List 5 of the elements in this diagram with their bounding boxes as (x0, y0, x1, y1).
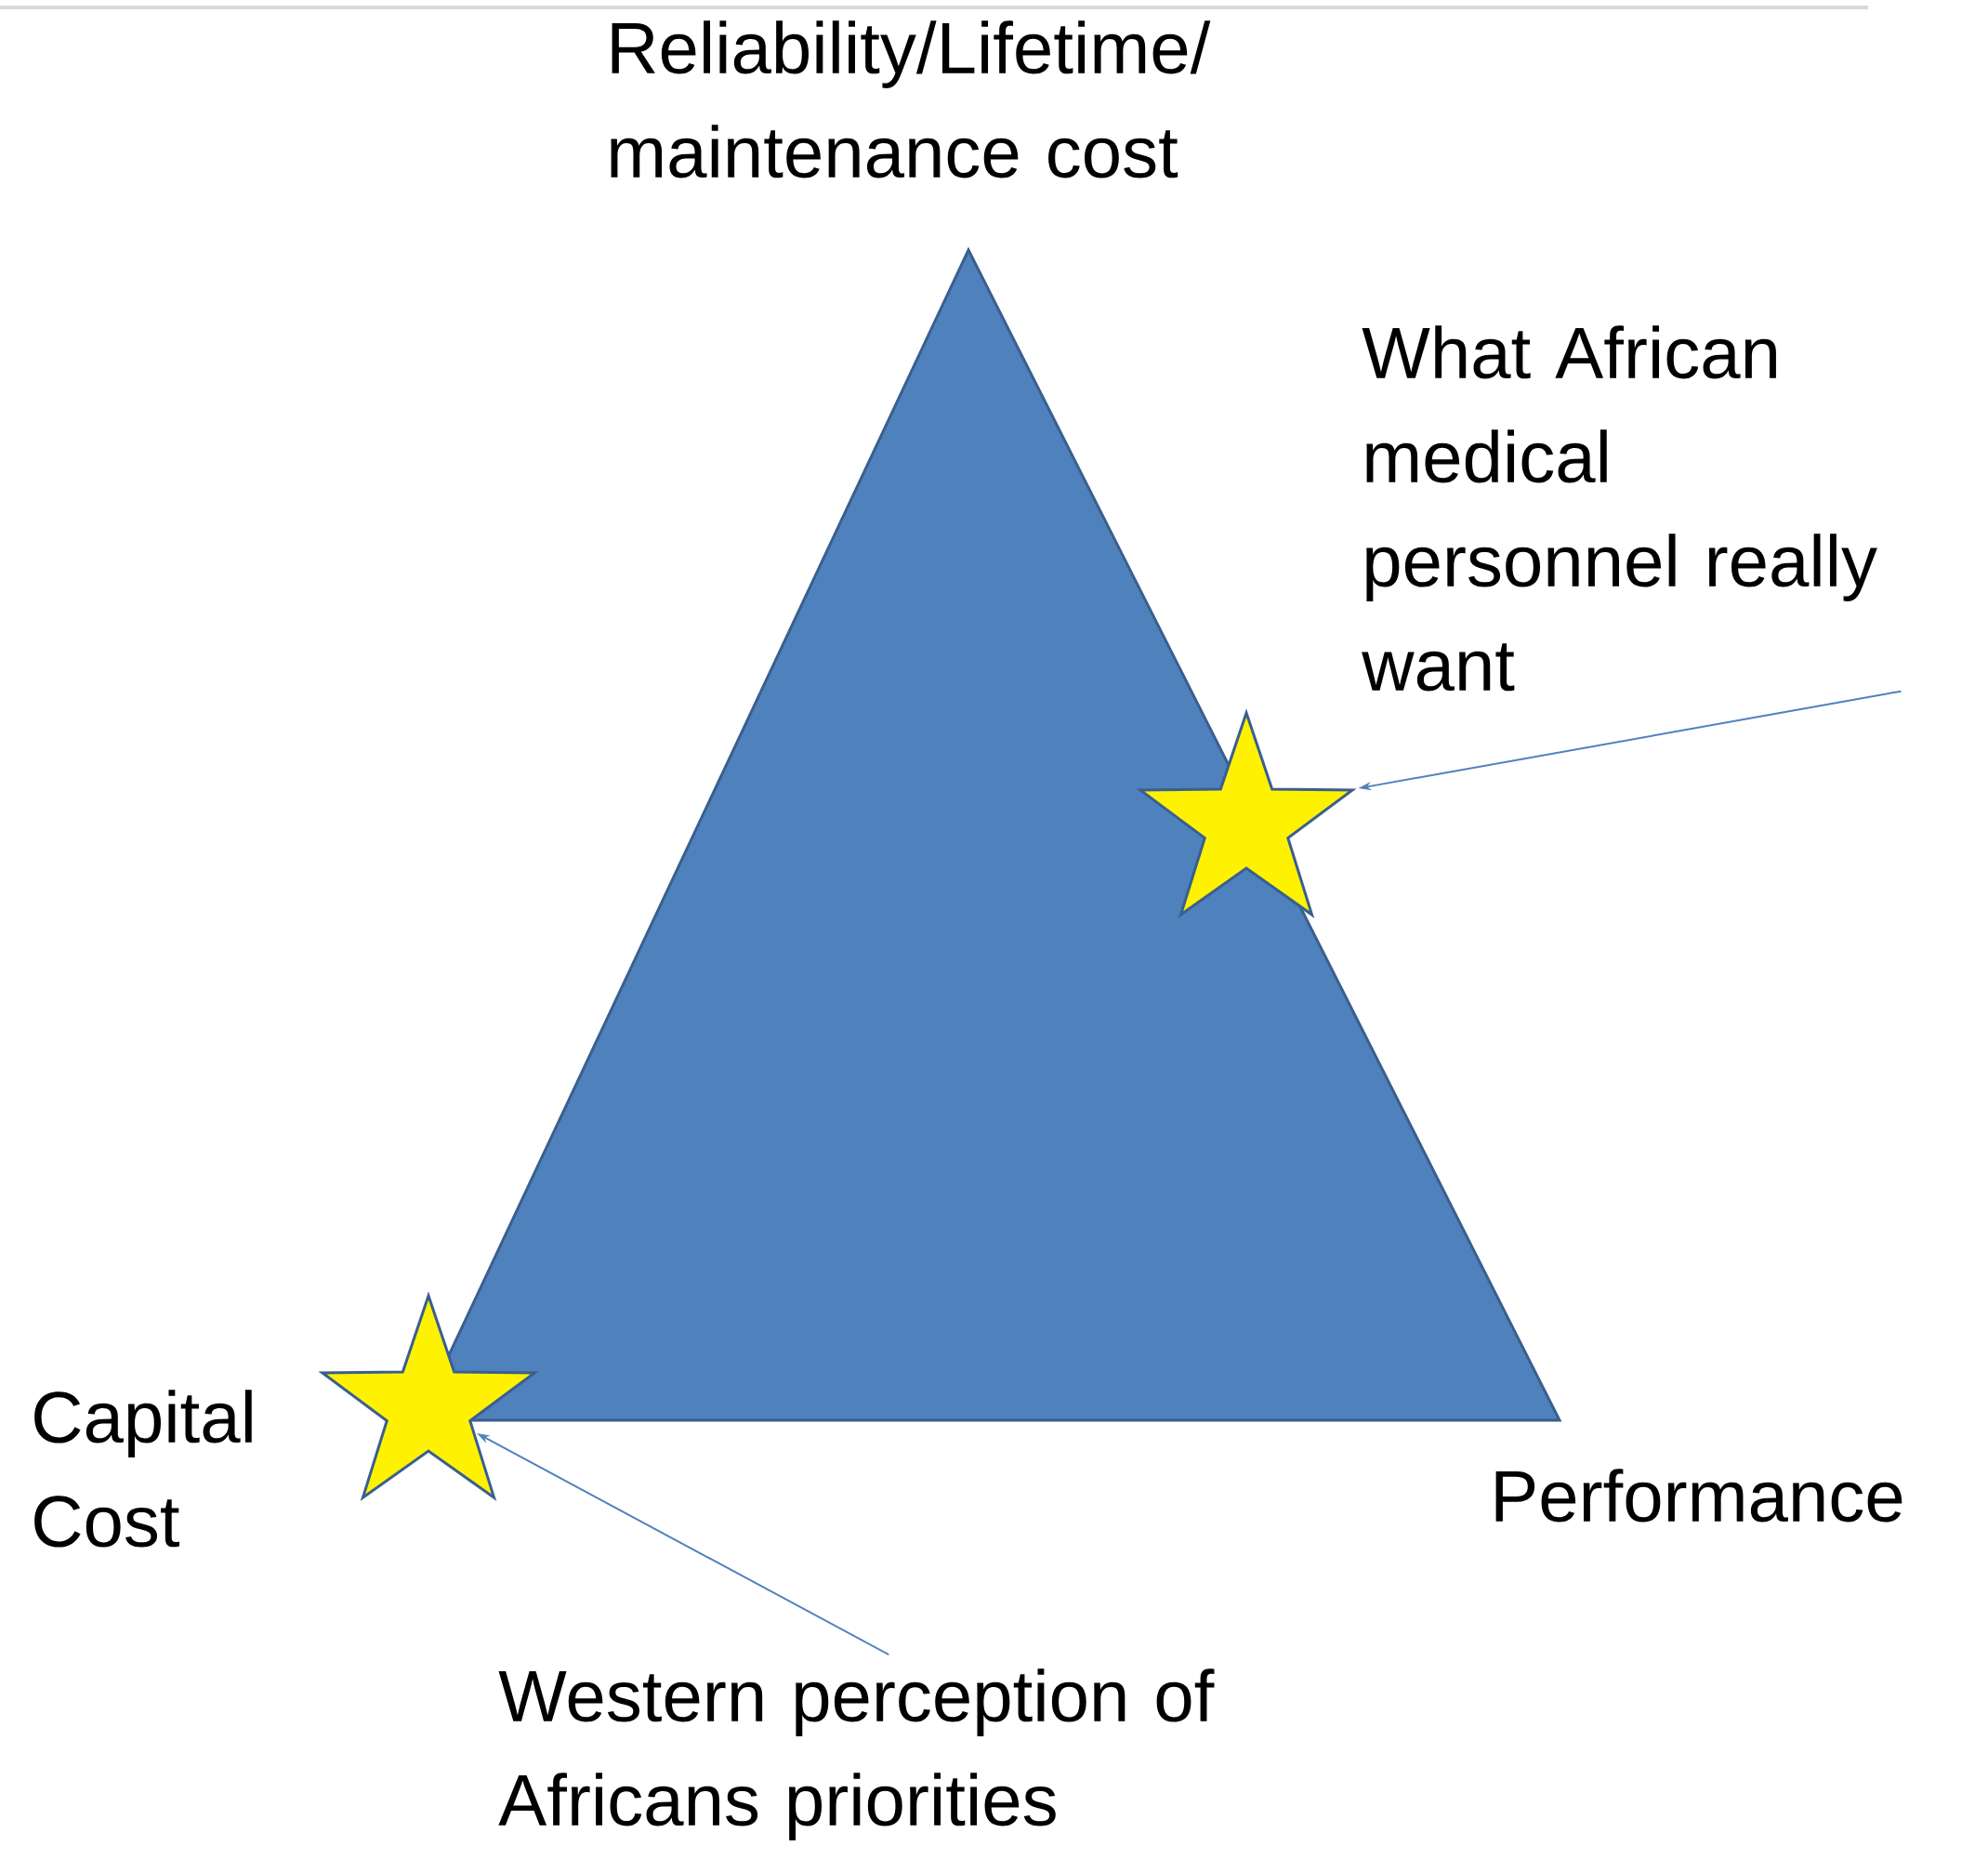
vertex-label: Performance (1495, 1469, 1902, 1523)
callout-text: What African medical personnel really want (1362, 325, 1877, 692)
vertex-label: Capital Cost (34, 1390, 252, 1548)
vertex-label: Reliability/Lifetime/ maintenance cost (611, 20, 1211, 178)
callout-text: Western perception of Africans priorities (498, 1668, 1215, 1840)
